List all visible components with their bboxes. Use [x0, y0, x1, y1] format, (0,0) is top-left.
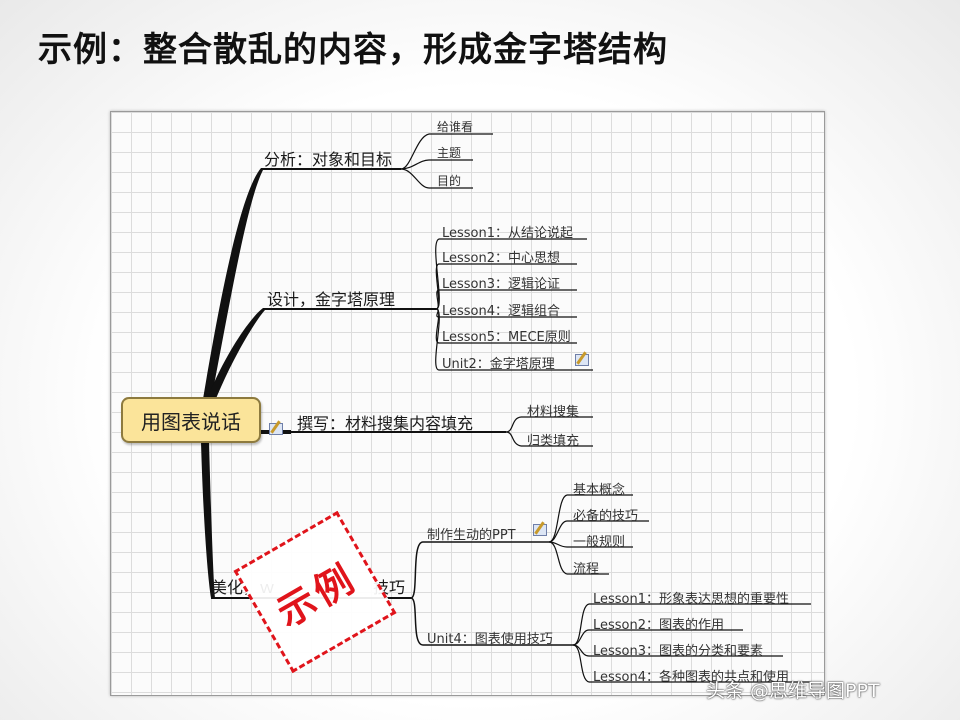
- leaf-material-collect[interactable]: 材料搜集: [527, 405, 580, 420]
- watermark: 头条 @思维导图PPT: [706, 680, 880, 702]
- leaf-lesson2[interactable]: Lesson2：中心思想: [442, 251, 561, 266]
- leaf-u4-lesson2[interactable]: Lesson2：图表的作用: [593, 618, 725, 633]
- note-icon[interactable]: [269, 423, 283, 435]
- subbranch-vivid-ppt[interactable]: 制作生动的PPT: [427, 528, 516, 543]
- branch-connector-analysis: [203, 168, 263, 401]
- leaf-basic-concept[interactable]: 基本概念: [573, 483, 626, 498]
- mindmap-connectors: [201, 133, 811, 683]
- note-icon[interactable]: [575, 354, 589, 366]
- leaf-u4-lesson1[interactable]: Lesson1：形象表达思想的重要性: [593, 592, 790, 607]
- leaf-u4-lesson3[interactable]: Lesson3：图表的分类和要素: [593, 644, 764, 659]
- leaf-lesson5[interactable]: Lesson5：MECE原则: [442, 330, 571, 345]
- leaf-classify-fill[interactable]: 归类填充: [527, 434, 580, 449]
- leaf-general-rules[interactable]: 一般规则: [573, 535, 626, 550]
- branch-connector-design: [207, 308, 265, 401]
- leaf-lesson1[interactable]: Lesson1：从结论说起: [442, 226, 574, 241]
- note-icon[interactable]: [533, 524, 547, 536]
- branch-label-design[interactable]: 设计，金字塔原理: [267, 290, 396, 309]
- leaf-lesson3[interactable]: Lesson3：逻辑论证: [442, 277, 561, 292]
- branch-connector-beautify: [201, 442, 215, 598]
- leaf-unit2[interactable]: Unit2：金字塔原理: [442, 357, 555, 372]
- branch-label-write[interactable]: 撰写：材料搜集内容填充: [297, 414, 474, 433]
- stamp-text: 示例: [269, 554, 365, 636]
- leaf-purpose[interactable]: 目的: [437, 174, 462, 188]
- branch-label-analysis[interactable]: 分析：对象和目标: [264, 150, 393, 169]
- root-node[interactable]: 用图表说话: [121, 397, 261, 443]
- leaf-topic[interactable]: 主题: [437, 146, 462, 160]
- leaf-u4-lesson4[interactable]: Lesson4：各种图表的共点和使用: [593, 670, 790, 685]
- subbranch-unit4[interactable]: Unit4：图表使用技巧: [427, 632, 553, 647]
- leaf-audience[interactable]: 给谁看: [437, 120, 474, 134]
- leaf-essential-skills[interactable]: 必备的技巧: [573, 509, 639, 524]
- slide-title: 示例：整合散乱的内容，形成金字塔结构: [38, 30, 668, 70]
- leaf-process[interactable]: 流程: [573, 562, 600, 577]
- leaf-lesson4[interactable]: Lesson4：逻辑组合: [442, 304, 561, 319]
- mindmap-panel: 用图表说话 分析：对象和目标 给谁看 主题 目的 设计，金字塔原理 Lesson…: [110, 111, 825, 696]
